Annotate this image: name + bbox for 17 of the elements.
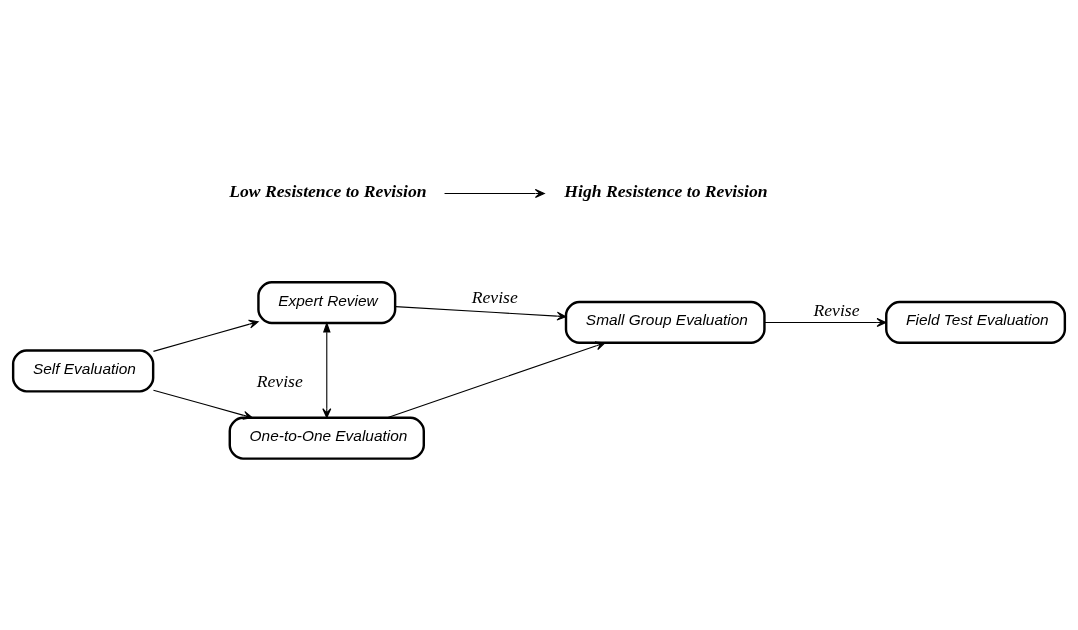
arrow	[152, 389, 253, 420]
node-box: One-to-One Evaluation	[228, 416, 425, 460]
arrow	[152, 319, 259, 352]
arrow	[322, 321, 332, 419]
node-text: High Resistence to Revision	[564, 180, 768, 201]
arrow	[386, 341, 606, 419]
node-box: Field Test Evaluation	[885, 300, 1067, 345]
edge-label: Revise	[813, 299, 860, 320]
node-text: Low Resistence to Revision	[229, 180, 427, 201]
edge-label: Revise	[256, 370, 303, 391]
arrow	[394, 306, 567, 321]
edge-label: Revise	[471, 287, 518, 308]
node-box: Small Group Evaluation	[564, 300, 766, 345]
arrow	[764, 317, 887, 327]
node-box: Expert Review	[257, 281, 397, 325]
node-box: Self Evaluation	[11, 349, 155, 393]
arrow	[444, 188, 545, 198]
